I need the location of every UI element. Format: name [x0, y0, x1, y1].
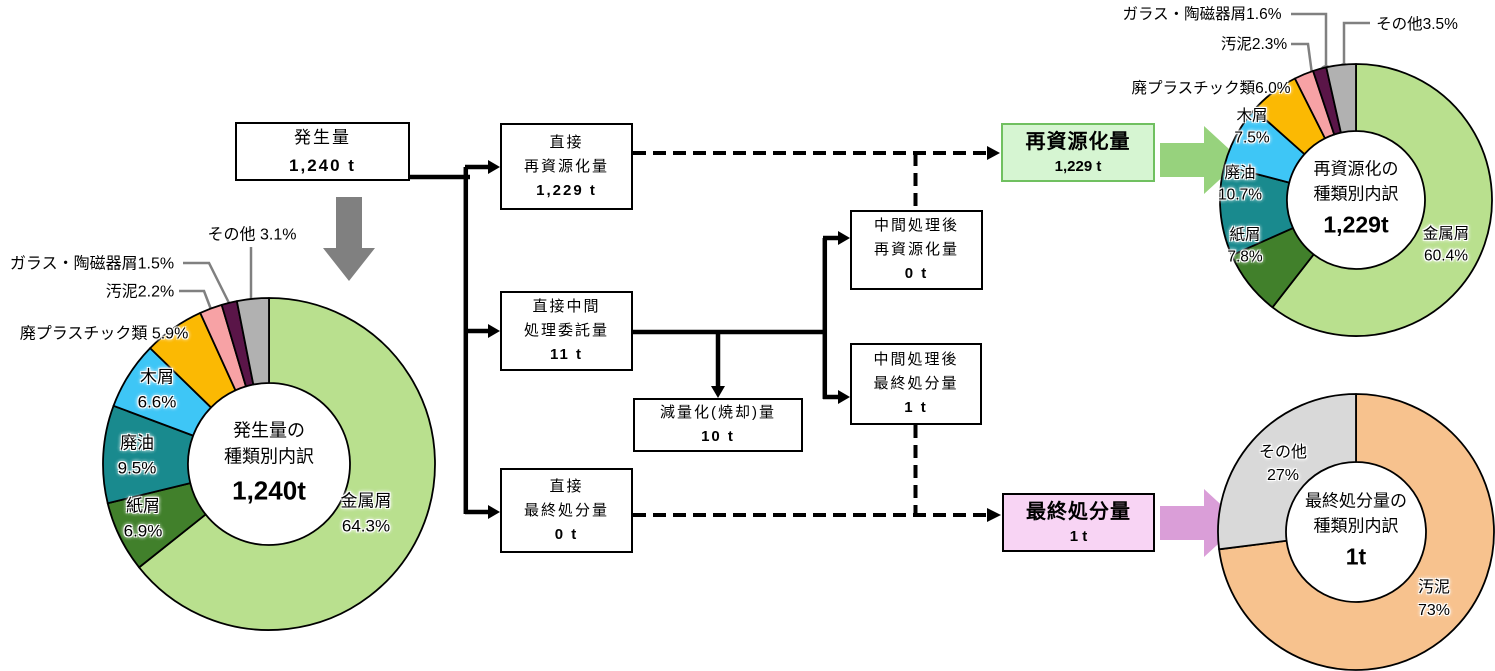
- box-generation-label: 発生量: [294, 128, 351, 148]
- box-direct-recycling-value: 1,229 t: [536, 181, 597, 199]
- box-post-recycling: 中間処理後 再資源化量 0 t: [850, 210, 983, 290]
- box-direct-recycling-line1: 直接: [549, 133, 584, 151]
- donut-generation-label-sludge: 汚泥2.2%: [105, 283, 175, 301]
- donut-generation-label-other: その他 3.1%: [207, 226, 297, 244]
- donut-final-chart: [1217, 393, 1495, 671]
- box-recycling-total-value: 1,229 t: [1054, 157, 1102, 175]
- down-arrow: [323, 197, 375, 281]
- box-recycling-total: 再資源化量 1,229 t: [1001, 123, 1155, 182]
- box-direct-recycling-line2: 再資源化量: [523, 157, 609, 175]
- box-direct-final-value: 0 t: [554, 525, 579, 543]
- box-post-recycling-line1: 中間処理後: [873, 217, 959, 234]
- green-arrow: [1160, 126, 1241, 194]
- box-direct-intermediate: 直接中間 処理委託量 11 t: [500, 291, 633, 371]
- donut-generation-total: 1,240t: [232, 475, 306, 506]
- box-post-recycling-value: 0 t: [904, 265, 929, 282]
- donut-final-slice-other: [1217, 393, 1357, 551]
- donut-generation-label-glass: ガラス・陶磁器屑1.5%: [9, 255, 175, 273]
- donut-recycling-label-sludge: 汚泥2.3%: [1220, 35, 1288, 53]
- box-post-final: 中間処理後 最終処分量 1 t: [850, 343, 982, 425]
- donut-recycling-chart: [1219, 63, 1493, 337]
- box-direct-final: 直接 最終処分量 0 t: [500, 468, 633, 553]
- box-direct-intermediate-line2: 処理委託量: [523, 322, 609, 339]
- box-post-final-value: 1 t: [904, 399, 928, 416]
- box-direct-intermediate-value: 11 t: [549, 346, 584, 363]
- donut-recycling-label-plastic: 廃プラスチック類6.0%: [1131, 79, 1291, 97]
- box-post-recycling-line2: 再資源化量: [873, 241, 959, 258]
- donut-final-total: 1t: [1345, 543, 1367, 570]
- donut-recycling-slice-metal: [1271, 63, 1493, 337]
- donut-recycling-label-glass: ガラス・陶磁器屑1.6%: [1122, 5, 1282, 23]
- donut-generation-label-plastic: 廃プラスチック類 5.9%: [19, 325, 189, 343]
- box-reduction: 減量化(焼却)量 10 t: [633, 398, 803, 452]
- box-reduction-value: 10 t: [701, 428, 735, 445]
- donut-final-slice-sludge: [1218, 393, 1495, 671]
- donut-generation-slice-metal: [138, 297, 436, 631]
- box-generation: 発生量 1,240 t: [235, 122, 410, 181]
- box-direct-final-line2: 最終処分量: [523, 501, 609, 519]
- donut-recycling-label-other: その他3.5%: [1376, 15, 1458, 33]
- donut-generation-slice-other: [235, 297, 270, 386]
- box-direct-recycling: 直接 再資源化量 1,229 t: [500, 123, 633, 210]
- box-final-total: 最終処分量 1 t: [1002, 493, 1155, 552]
- box-generation-value: 1,240 t: [289, 155, 356, 175]
- donut-generation-chart: [102, 297, 436, 631]
- box-post-final-line1: 中間処理後: [873, 351, 959, 368]
- label-leader-lines: [179, 12, 1370, 313]
- box-reduction-line1: 減量化(焼却)量: [660, 404, 776, 421]
- box-recycling-total-label: 再資源化量: [1025, 130, 1131, 153]
- donut-recycling-total: 1,229t: [1323, 211, 1389, 238]
- box-direct-intermediate-line1: 直接中間: [532, 298, 601, 315]
- arrowheads: [488, 146, 1001, 522]
- box-final-total-label: 最終処分量: [1026, 500, 1131, 523]
- box-direct-final-line1: 直接: [549, 477, 584, 495]
- label-leader-dots: [206, 63, 1350, 323]
- donut-recycling-slice-other: [1325, 63, 1357, 134]
- box-final-total-value: 1 t: [1069, 527, 1088, 545]
- box-post-final-line2: 最終処分量: [873, 375, 959, 392]
